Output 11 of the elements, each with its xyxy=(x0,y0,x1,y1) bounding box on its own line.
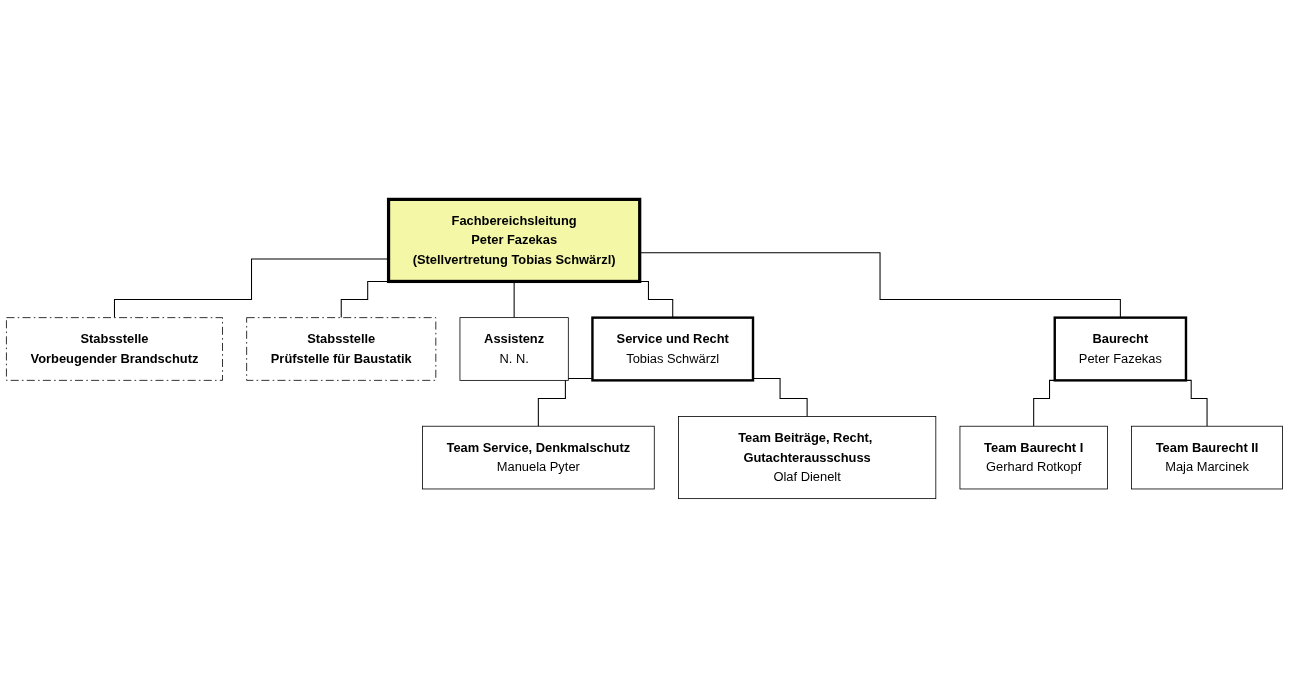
node-box: Stabsstelle Prüfstelle für Baustatik xyxy=(246,317,437,381)
node-box: Fachbereichsleitung Peter Fazekas (Stellvertretung Tobias Schwärzl) xyxy=(386,197,642,284)
connector xyxy=(537,378,593,427)
node-box: Stabsstelle Vorbeugender Brandschutz xyxy=(6,317,223,381)
node-box: Assistenz N. N. xyxy=(459,317,569,381)
node-box: Team Baurecht II Maja Marcinek xyxy=(1131,425,1283,490)
node-box: Team Service, Denkmalschutz Manuela Pyter xyxy=(422,425,655,490)
node-box: Team Beiträge, Recht, Gutachterausschuss Olaf Dienelt xyxy=(678,416,937,499)
node-box: Service und Recht Tobias Schwärzl xyxy=(591,316,755,382)
node-box: Team Baurecht I Gerhard Rotkopf xyxy=(959,425,1108,490)
node-box: Baurecht Peter Fazekas xyxy=(1053,316,1188,382)
